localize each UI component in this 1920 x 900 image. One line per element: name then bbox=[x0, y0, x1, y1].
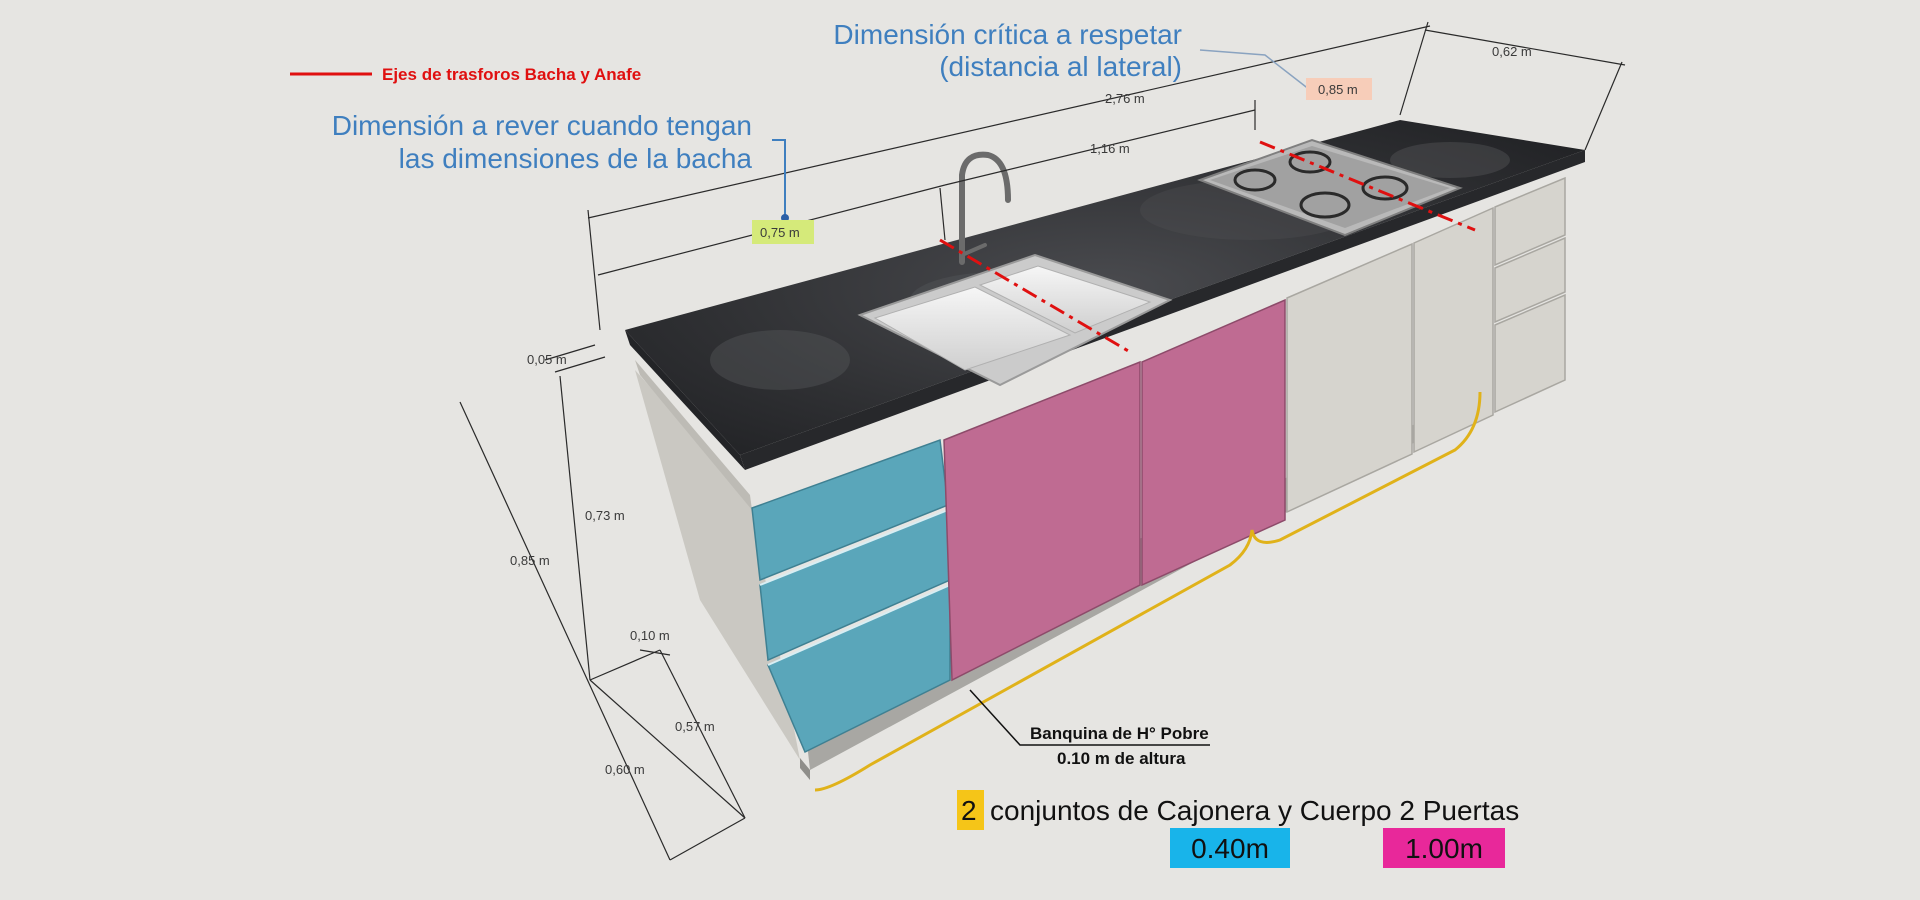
critical-badge bbox=[1306, 78, 1372, 100]
review-note-line1: Dimensión a rever cuando tengan bbox=[332, 110, 752, 141]
dim-sink-to-hob: 1,16 m bbox=[1090, 141, 1130, 156]
dim-total-length: 2,76 m bbox=[1105, 91, 1145, 106]
critical-leader bbox=[1199, 49, 1311, 91]
summary-count: 2 bbox=[961, 795, 977, 826]
dim-total-height: 0,85 m bbox=[510, 553, 550, 568]
dim-critical: 0,85 m bbox=[1318, 82, 1358, 97]
sink bbox=[857, 253, 1173, 387]
grouping-braces bbox=[814, 391, 1482, 792]
door-width-badge bbox=[1383, 828, 1505, 868]
critical-note-line1: Dimensión crítica a respetar bbox=[833, 19, 1182, 50]
review-leader bbox=[772, 139, 786, 218]
review-note-line2: las dimensiones de la bacha bbox=[399, 143, 753, 174]
banquina-leader bbox=[969, 689, 1210, 746]
door-unit bbox=[943, 298, 1286, 682]
axis-lines bbox=[939, 140, 1476, 354]
banquina-line1: Banquina de H° Pobre bbox=[1030, 724, 1209, 743]
dim-top-thickness: 0,05 m bbox=[527, 352, 567, 367]
dim-drawer-height: 0,57 m bbox=[675, 719, 715, 734]
review-badge bbox=[752, 220, 814, 244]
legend-label: Ejes de trasforos Bacha y Anafe bbox=[382, 65, 641, 84]
dimension-lines bbox=[459, 21, 1626, 861]
faucet bbox=[959, 151, 1011, 265]
banquina-line2: 0.10 m de altura bbox=[1057, 749, 1186, 768]
dim-module-depth: 0,60 m bbox=[605, 762, 645, 777]
cabinet-side bbox=[635, 370, 800, 760]
dim-sink-offset: 0,75 m bbox=[760, 225, 800, 240]
summary-drawer-width: 0.40m bbox=[1191, 833, 1269, 864]
dim-plinth: 0,10 m bbox=[630, 628, 670, 643]
count-badge bbox=[957, 790, 984, 830]
drawer-unit bbox=[751, 438, 951, 754]
gas-hob bbox=[1197, 138, 1463, 237]
dim-cabinet-height: 0,73 m bbox=[585, 508, 625, 523]
summary-door-width: 1.00m bbox=[1405, 833, 1483, 864]
cabinet-side-shade bbox=[635, 360, 752, 510]
critical-note-line2: (distancia al lateral) bbox=[939, 51, 1182, 82]
grey-cabinets bbox=[1286, 176, 1566, 514]
dim-depth: 0,62 m bbox=[1492, 44, 1532, 59]
summary-text: conjuntos de Cajonera y Cuerpo 2 Puertas bbox=[990, 795, 1519, 826]
drawer-width-badge bbox=[1170, 828, 1290, 868]
plinth-front bbox=[800, 758, 810, 780]
